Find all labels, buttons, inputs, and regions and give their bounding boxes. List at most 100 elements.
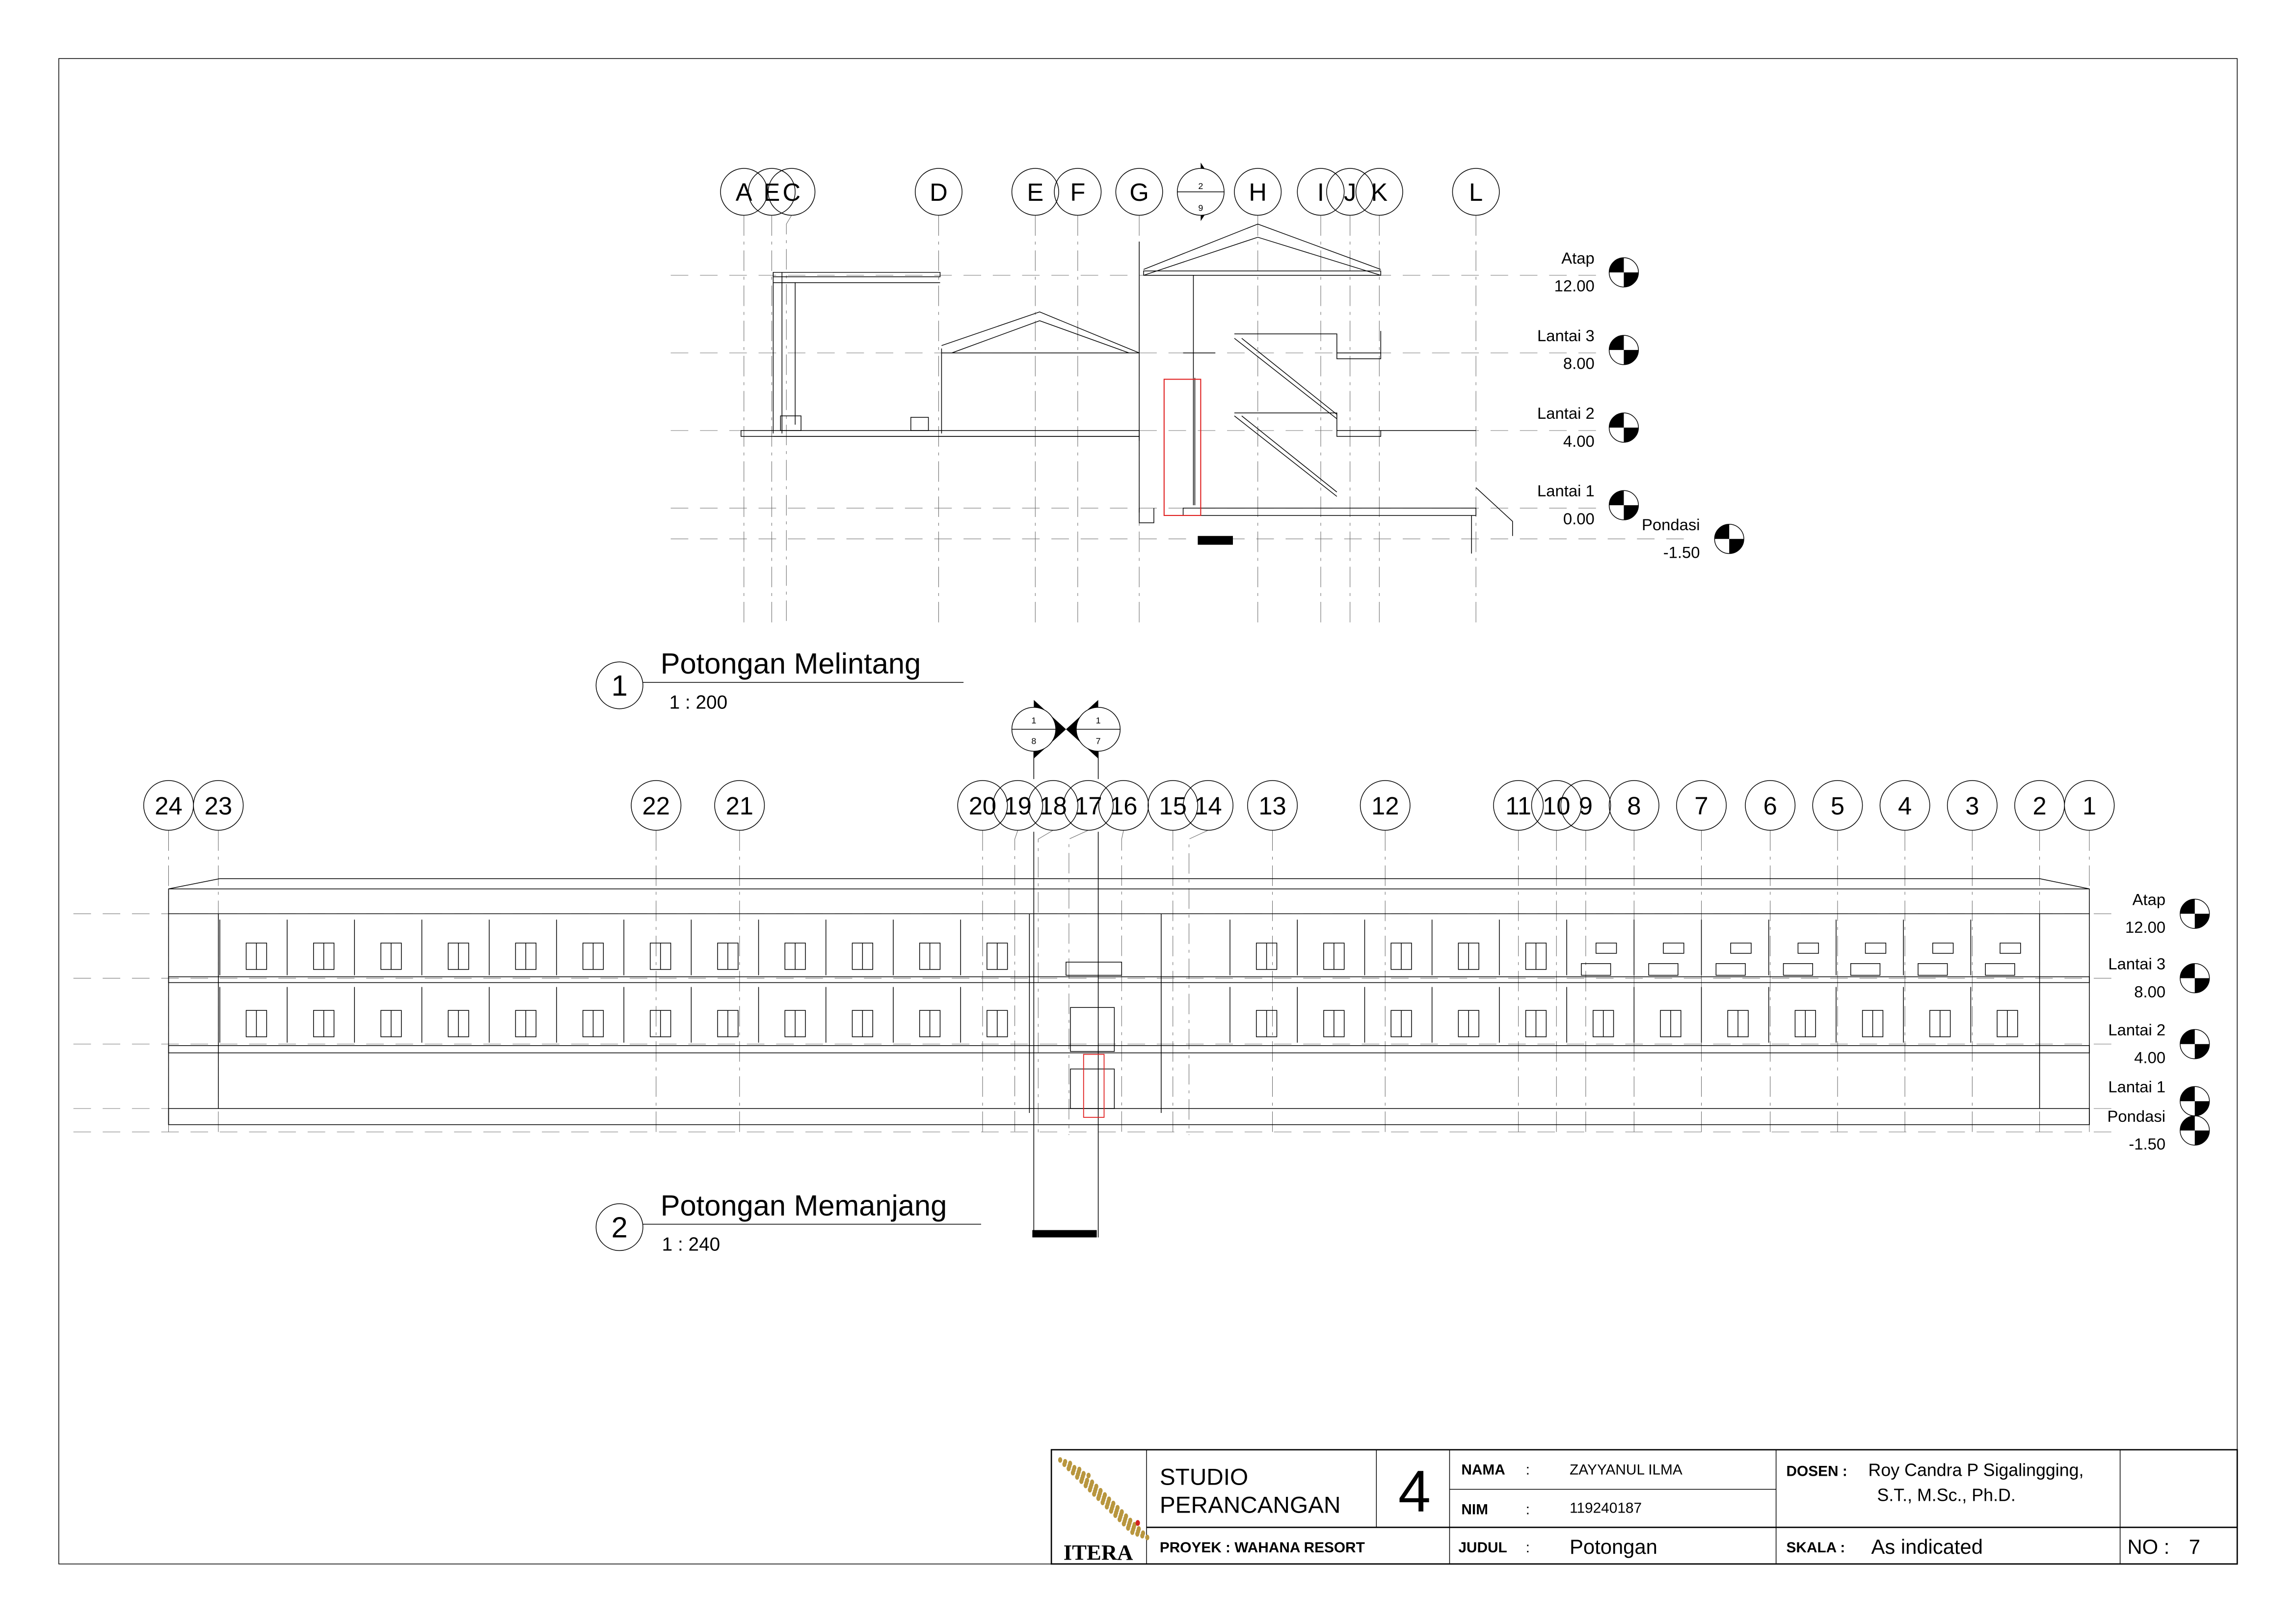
level-symbol-fill bbox=[2180, 1115, 2210, 1145]
grid-label: H bbox=[1249, 178, 1267, 206]
wall-art bbox=[2000, 943, 2021, 954]
grid-label: 6 bbox=[1763, 792, 1777, 820]
level-name: Lantai 2 bbox=[1537, 404, 1595, 422]
lobby-door bbox=[1070, 1068, 1115, 1109]
grid-label: 23 bbox=[205, 792, 232, 820]
grid-bubble-circle bbox=[1560, 780, 1611, 831]
logo-tile bbox=[1088, 1487, 1092, 1493]
building-outline bbox=[1234, 333, 1337, 353]
grid-label: 19 bbox=[1004, 792, 1032, 820]
logo-tile bbox=[1092, 1491, 1096, 1497]
view-scale: 1 : 200 bbox=[669, 692, 728, 713]
grid-label: A bbox=[736, 178, 752, 206]
grid-label: E bbox=[1027, 178, 1043, 206]
section-marker-2-9: 29 bbox=[1176, 162, 1225, 221]
building-outline bbox=[1234, 412, 1337, 431]
wall-art bbox=[1730, 943, 1752, 954]
grid-bubble-circle bbox=[1297, 168, 1345, 216]
grid-bubble-circle bbox=[992, 780, 1043, 831]
grid-bubble-circle bbox=[1063, 780, 1114, 831]
view-title: Potongan Melintang bbox=[661, 647, 921, 680]
grid-bubble-H: H bbox=[1234, 168, 1282, 623]
grid-label: J bbox=[1344, 178, 1356, 206]
grid-bubble-3: 3 bbox=[1947, 780, 1998, 1135]
grid-bubble-circle bbox=[1947, 780, 1998, 831]
level-marker-1: Lantai 38.00 bbox=[2108, 955, 2210, 1001]
logo-tile bbox=[1100, 1499, 1105, 1506]
grid-line bbox=[1188, 830, 1208, 1135]
grid-bubble-9: 9 bbox=[1560, 780, 1611, 1135]
section-marker-top: 1 bbox=[1031, 716, 1036, 726]
skala-label: SKALA : bbox=[1787, 1540, 1845, 1556]
no-label: NO : bbox=[2128, 1535, 2170, 1558]
grid-label: 5 bbox=[1831, 792, 1844, 820]
grid-bubble-circle bbox=[1531, 780, 1582, 831]
logo-tile bbox=[1145, 1535, 1149, 1541]
grid-bubble-circle bbox=[2064, 780, 2115, 831]
level-symbol-fill bbox=[2180, 899, 2210, 929]
grid-bubble-circle bbox=[1452, 168, 1500, 216]
section-marker-bottom: 7 bbox=[1096, 736, 1101, 746]
elevator-shaft bbox=[1163, 379, 1201, 516]
grid-bubble-E: E bbox=[1011, 168, 1059, 623]
grid-bubble-17: 17 bbox=[1063, 780, 1114, 1135]
grid-bubble-circle bbox=[1011, 168, 1059, 216]
bed bbox=[1918, 963, 1948, 976]
furniture bbox=[780, 415, 801, 431]
grid-label: 11 bbox=[1505, 792, 1531, 820]
grid-label: 21 bbox=[726, 792, 753, 820]
building-outline bbox=[773, 272, 941, 277]
grid-bubble-16: 16 bbox=[1098, 780, 1149, 1135]
grid-bubble-circle bbox=[957, 780, 1008, 831]
level-symbol-fill bbox=[1609, 335, 1639, 365]
logo-red-tile bbox=[1135, 1520, 1140, 1526]
wall-art bbox=[1596, 943, 1617, 954]
grid-bubble-circle bbox=[1493, 780, 1544, 831]
studio-line2: PERANCANGAN bbox=[1160, 1492, 1341, 1518]
grid-bubble-circle bbox=[1326, 168, 1374, 216]
grid-label: 9 bbox=[1579, 792, 1593, 820]
section-marker-1-7: 17 bbox=[1066, 700, 1121, 1238]
logo-tile bbox=[1130, 1529, 1135, 1535]
level-elevation: 12.00 bbox=[2125, 918, 2165, 936]
grid-bubble-8: 8 bbox=[1608, 780, 1659, 1135]
building-outline bbox=[1234, 338, 1337, 419]
logo-tile bbox=[1140, 1533, 1145, 1539]
bed bbox=[1850, 963, 1881, 976]
view-number: 2 bbox=[612, 1211, 628, 1244]
nim-colon: : bbox=[1526, 1501, 1530, 1517]
logo-tile bbox=[1105, 1504, 1109, 1510]
nim-label: NIM bbox=[1461, 1501, 1488, 1517]
building-outline bbox=[1475, 487, 1513, 536]
skala-value: As indicated bbox=[1871, 1535, 1983, 1558]
grid-bubble-circle bbox=[1360, 780, 1411, 831]
building-outline bbox=[773, 436, 1140, 441]
grid-label: E bbox=[763, 178, 780, 206]
wall-art bbox=[1865, 943, 1887, 954]
level-elevation: 12.00 bbox=[1554, 277, 1595, 295]
grid-bubble-12: 12 bbox=[1360, 780, 1411, 1135]
grid-bubble-19: 19 bbox=[992, 780, 1043, 1135]
level-symbol-fill bbox=[2180, 1029, 2210, 1059]
section-marker-top: 1 bbox=[1096, 716, 1101, 726]
grid-bubble-K: K bbox=[1355, 168, 1403, 623]
grid-bubble-23: 23 bbox=[193, 780, 244, 1135]
grid-bubble-circle bbox=[1247, 780, 1298, 831]
dosen-label: DOSEN : bbox=[1787, 1463, 1847, 1480]
level-symbol-fill bbox=[1609, 413, 1639, 442]
level-marker-4: Pondasi-1.50 bbox=[2108, 1107, 2210, 1153]
grid-bubble-circle bbox=[1028, 780, 1079, 831]
grid-bubble-circle bbox=[1183, 780, 1233, 831]
view-title: Potongan Memanjang bbox=[661, 1189, 947, 1222]
grid-bubble-circle bbox=[914, 168, 962, 216]
level-marker-1: Lantai 38.00 bbox=[1537, 326, 1639, 373]
dosen-line1: Roy Candra P Sigalingging, bbox=[1869, 1461, 2084, 1480]
building-outline bbox=[741, 430, 1140, 437]
level-marker-2: Lantai 24.00 bbox=[2108, 1021, 2210, 1067]
grid-label: 2 bbox=[2032, 792, 2046, 820]
furniture bbox=[910, 417, 929, 431]
grid-label: K bbox=[1371, 178, 1388, 206]
view-scale: 1 : 240 bbox=[662, 1234, 721, 1255]
building-outline bbox=[168, 878, 220, 890]
grid-bubble-circle bbox=[714, 780, 765, 831]
